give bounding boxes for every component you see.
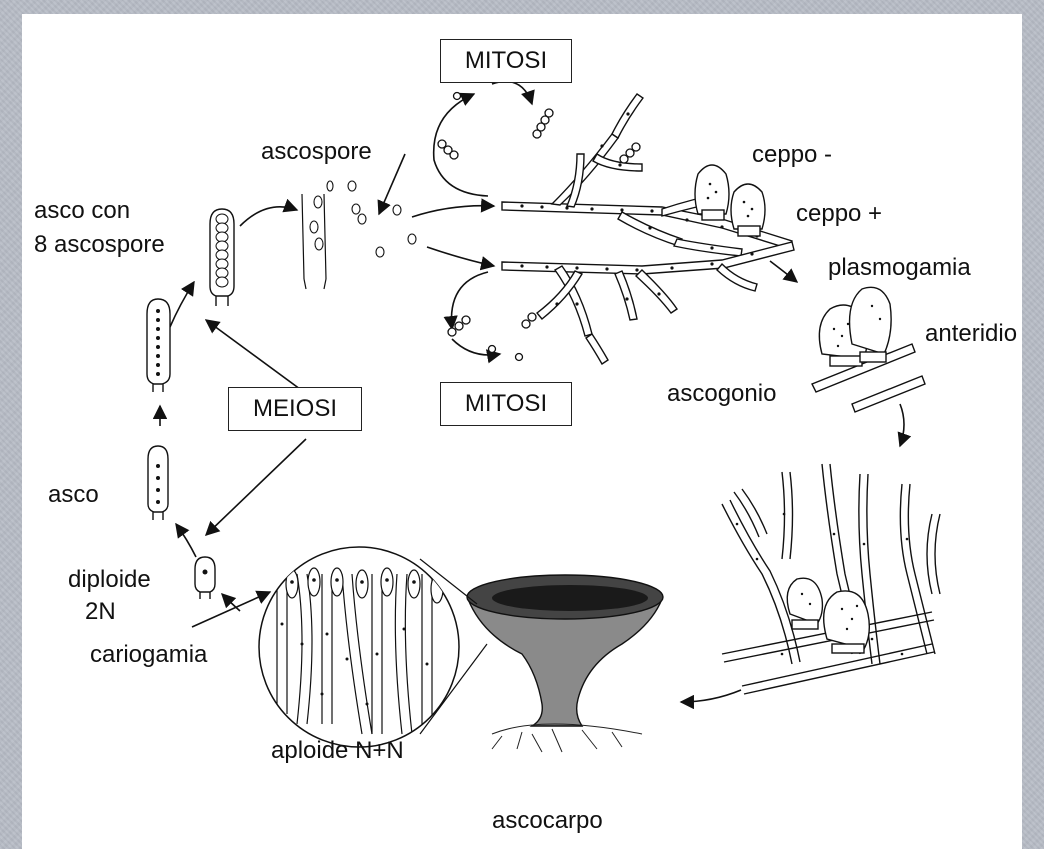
ascogonio-label: ascogonio (667, 380, 776, 408)
conidia-chains-bottom (448, 313, 536, 361)
mitosi-bottom-box: MITOSI (440, 382, 572, 426)
arrow-ascocarpo-to-diploide (222, 594, 240, 611)
ascus-4-nuclei (148, 446, 168, 520)
ascocarpo-label: ascocarpo (492, 807, 603, 835)
arrow-ascus-to-8spore (170, 282, 194, 327)
meiosi-label: MEIOSI (253, 395, 337, 422)
ascospore-label: ascospore (261, 138, 372, 166)
aploide-label: aploide N+N (271, 737, 404, 765)
meiosi-box: MEIOSI (228, 387, 362, 431)
arrow-mitosi-top-loop2 (492, 82, 532, 105)
ceppo-minus-label: ceppo - (752, 141, 832, 169)
dikaryotic-mycelium (722, 464, 940, 694)
diagram-slide: MITOSI MITOSI MEIOSI ascospore asco con … (22, 14, 1022, 849)
diploide-label-line2: 2N (85, 598, 116, 626)
arrow-diploide-to-asco (176, 524, 196, 557)
mitosi-top-label: MITOSI (465, 47, 547, 74)
diploid-cell (195, 557, 215, 599)
arrow-meiosi-to-asco8 (206, 320, 304, 392)
asco-label: asco (48, 481, 99, 509)
mitosi-top-box: MITOSI (440, 39, 572, 83)
asco-con-label-line1: asco con (34, 197, 130, 225)
ceppo-plus-label: ceppo + (796, 200, 882, 228)
arrow-plasmogamia-down (900, 404, 904, 446)
cariogamia-label: cariogamia (90, 641, 207, 669)
arrow-cariogamia (192, 592, 270, 627)
anteridio-label: anteridio (925, 320, 1017, 348)
plasmogamia-label: plasmogamia (828, 254, 971, 282)
asco-con-label-line2: 8 ascospore (34, 231, 165, 259)
mycelium-bottom (502, 242, 794, 364)
arrow-spores-to-mycelium-bottom (427, 247, 494, 266)
arrow-meiosi-to-diploide (206, 439, 306, 535)
arrow-asco-to-release (240, 207, 297, 226)
arrow-ascospore-label (379, 154, 405, 214)
arrow-mycelium-to-plasmogamia (770, 261, 797, 282)
conidia-chains-top (438, 93, 640, 164)
released-ascospores (310, 181, 416, 257)
diploide-label-line1: diploide (68, 566, 151, 594)
arrow-to-ascocarpo (681, 690, 741, 702)
arrow-spores-to-mycelium-top (412, 206, 494, 217)
mitosi-bottom-label: MITOSI (465, 390, 547, 417)
ascocarp-cup (467, 575, 663, 752)
plasmogamia-structure (812, 287, 925, 412)
hymenium-magnified (259, 547, 459, 747)
fungal-life-cycle-illustration (22, 14, 1022, 849)
